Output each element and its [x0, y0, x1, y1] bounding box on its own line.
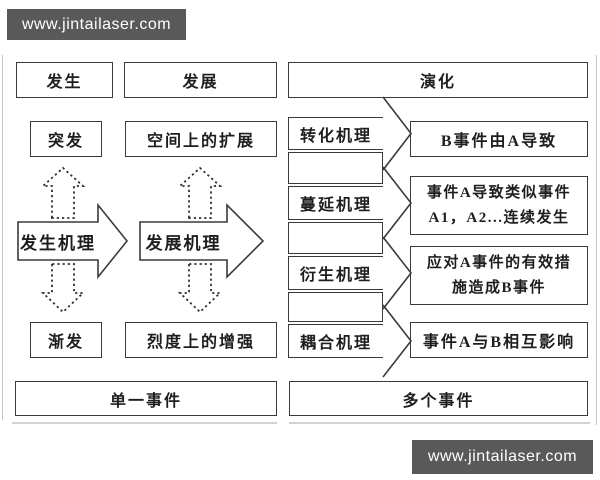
- figure-bottom-edge-line-right: [289, 422, 590, 424]
- development-header-label: 发展: [182, 74, 219, 91]
- transformation-result-text: B事件由A导致: [440, 133, 558, 150]
- sudden-onset-box: 突发: [30, 121, 102, 157]
- single-event-label: 单一事件: [109, 392, 182, 410]
- occurrence-header-label: 发生: [46, 74, 83, 91]
- transformation-mechanism-bar: 转化机理: [288, 117, 383, 150]
- figure-left-edge-line: [2, 55, 3, 420]
- dotted-down-arrow-middle: [177, 263, 223, 314]
- derivation-chevron-arrow: [382, 236, 413, 310]
- watermark-text-top: www.jintailaser.com: [21, 15, 172, 33]
- evolution-header-label: 演化: [419, 74, 456, 91]
- derivation-result-line-1: 应对A事件的有效措: [426, 254, 572, 271]
- dotted-up-arrow-middle: [177, 166, 223, 219]
- spread-result-box: 事件A导致类似事件 A1，A2...连续发生: [410, 176, 588, 235]
- spread-mechanism-bar: 蔓延机理: [288, 186, 383, 220]
- sudden-onset-label: 突发: [47, 133, 84, 150]
- gradual-onset-box: 渐发: [30, 322, 102, 358]
- gradual-onset-label: 渐发: [47, 334, 84, 351]
- coupling-result-box: 事件A与B相互影响: [410, 322, 588, 358]
- derivation-mechanism-label: 衍生机理: [299, 267, 372, 284]
- spacer-bar-2: [288, 222, 383, 254]
- development-mechanism-label: 发展机理: [145, 233, 222, 253]
- intensity-increase-label: 烈度上的增强: [146, 334, 255, 351]
- development-header-box: 发展: [124, 62, 277, 98]
- dotted-up-arrow-left: [40, 166, 86, 219]
- spatial-expansion-box: 空间上的扩展: [125, 121, 277, 157]
- figure-bottom-edge-line-left: [12, 422, 277, 424]
- spacer-bar-3: [288, 292, 383, 322]
- derivation-mechanism-bar: 衍生机理: [288, 256, 383, 290]
- occurrence-mechanism-label: 发生机理: [20, 233, 96, 253]
- coupling-mechanism-label: 耦合机理: [299, 335, 372, 352]
- spread-result-line-1: 事件A导致类似事件: [426, 184, 572, 201]
- transformation-result-box: B事件由A导致: [410, 121, 588, 157]
- transformation-mechanism-label: 转化机理: [299, 127, 372, 145]
- watermark-banner-bottom: www.jintailaser.com: [412, 440, 593, 474]
- spread-chevron-arrow: [382, 166, 413, 240]
- spread-result-line-2: A1，A2...连续发生: [428, 209, 570, 226]
- single-event-box: 单一事件: [15, 381, 277, 416]
- multiple-events-box: 多个事件: [289, 381, 588, 416]
- derivation-result-line-2: 施造成B事件: [451, 279, 546, 296]
- figure-right-edge-line: [596, 55, 597, 425]
- spacer-bar-1: [288, 152, 383, 184]
- spread-mechanism-label: 蔓延机理: [299, 197, 372, 214]
- transformation-chevron-arrow: [382, 96, 413, 171]
- occurrence-header-box: 发生: [16, 62, 113, 98]
- watermark-banner-top: www.jintailaser.com: [7, 9, 186, 40]
- evolution-header-box: 演化: [288, 62, 588, 98]
- dotted-down-arrow-left: [40, 263, 86, 314]
- multiple-events-label: 多个事件: [402, 392, 475, 410]
- derivation-result-box: 应对A事件的有效措 施造成B事件: [410, 246, 588, 305]
- watermark-text-bottom: www.jintailaser.com: [427, 448, 578, 465]
- coupling-result-text: 事件A与B相互影响: [422, 334, 576, 351]
- spatial-expansion-label: 空间上的扩展: [146, 133, 255, 150]
- coupling-chevron-arrow: [382, 304, 413, 378]
- intensity-increase-box: 烈度上的增强: [125, 322, 277, 358]
- coupling-mechanism-bar: 耦合机理: [288, 324, 383, 358]
